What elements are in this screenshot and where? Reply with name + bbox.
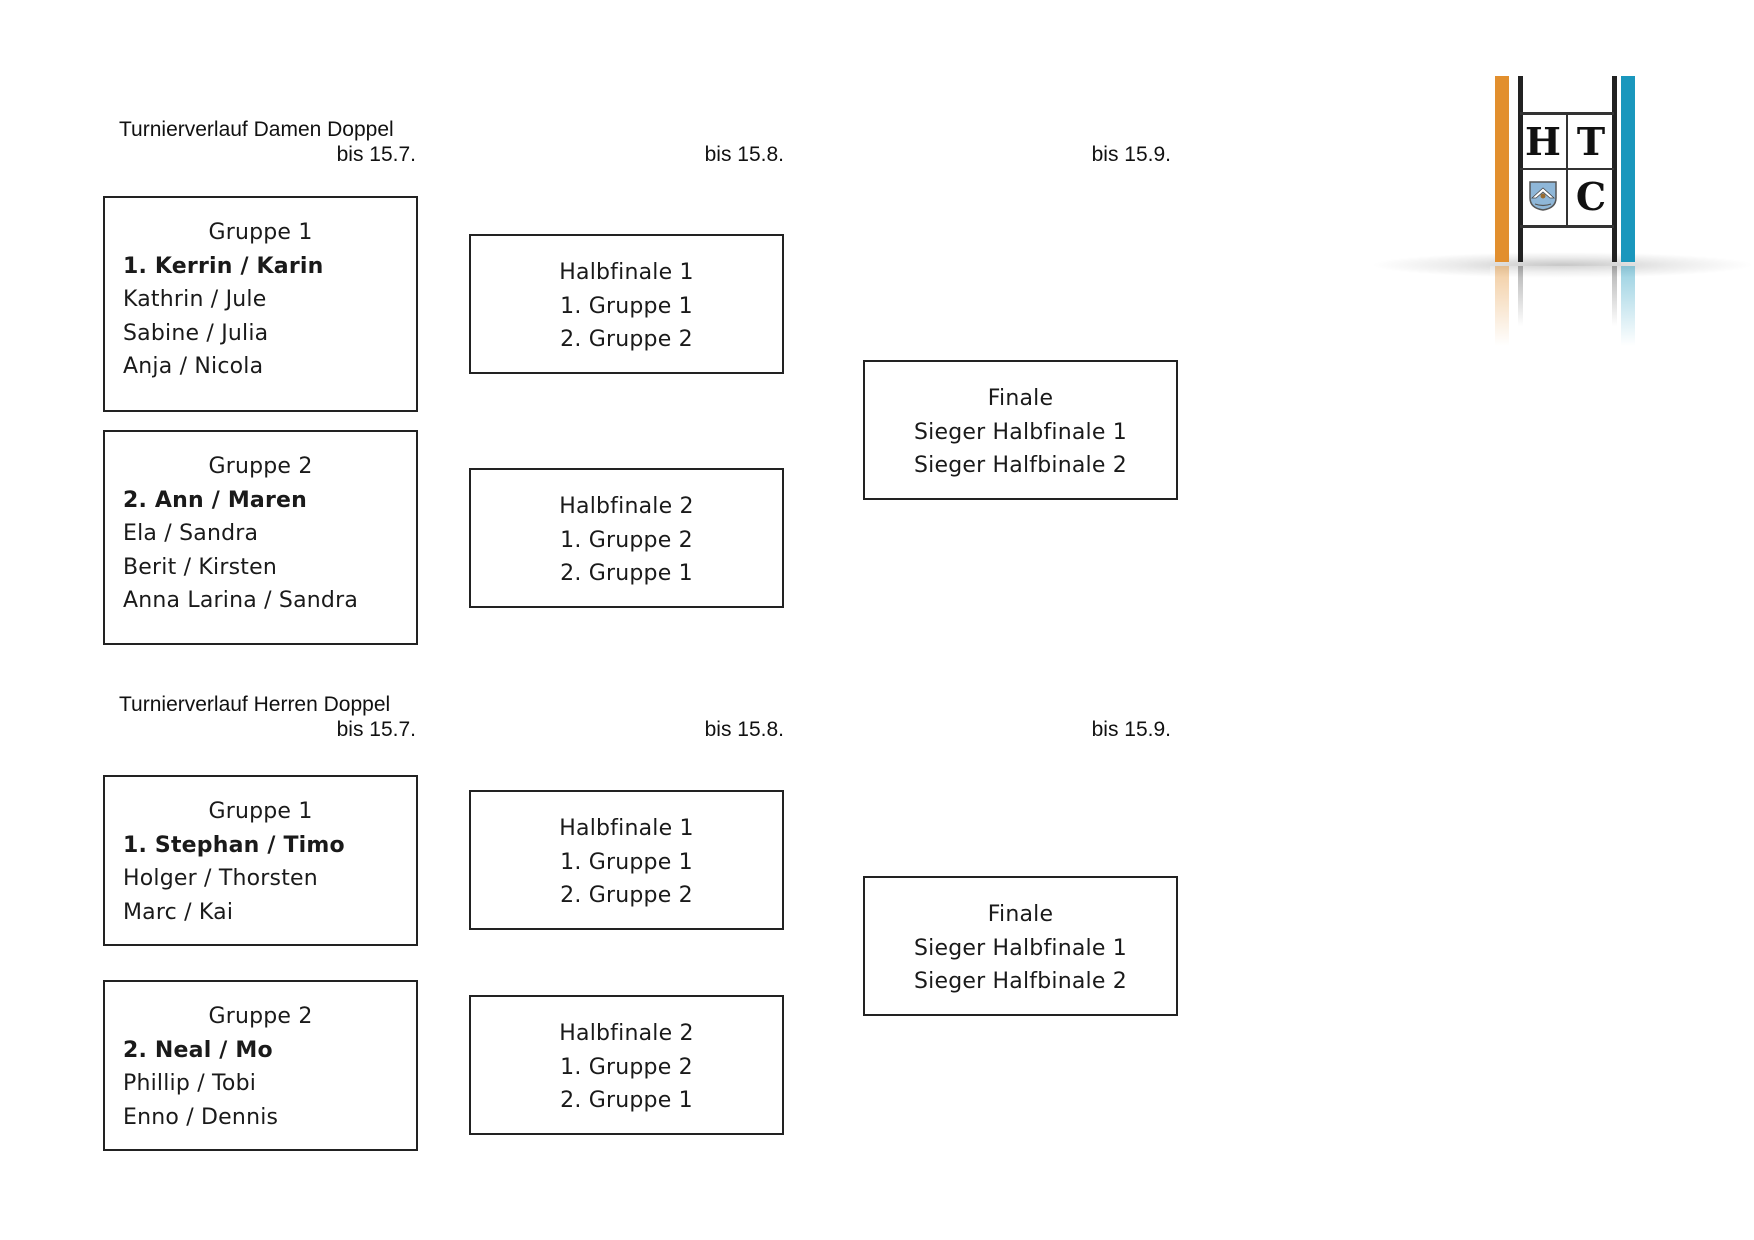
semifinal-box-1: Halbfinale 1 1. Gruppe 1 2. Gruppe 2	[469, 790, 784, 930]
final-entry: Sieger Halbfinale 1	[914, 935, 1127, 961]
logo-letter-c: C	[1575, 173, 1607, 219]
logo-divider	[1566, 115, 1568, 225]
final-title: Finale	[987, 386, 1054, 411]
semifinal-entry: 2. Gruppe 1	[560, 1088, 693, 1113]
group-box-1: Gruppe 1 1. Kerrin / Karin Kathrin / Jul…	[103, 196, 418, 412]
deadline-semifinals: bis 15.8.	[704, 143, 784, 166]
group-leader: 2. Neal / Mo	[123, 1037, 273, 1063]
final-title: Finale	[987, 902, 1054, 927]
group-leader: 1. Kerrin / Karin	[123, 253, 324, 279]
semifinal-entry: 2. Gruppe 1	[560, 561, 693, 586]
final-entry: Sieger Halbfinale 1	[914, 419, 1127, 445]
team-entry: Berit / Kirsten	[123, 554, 277, 580]
section-title: Turnierverlauf Herren Doppel	[119, 693, 391, 716]
group-leader: 1. Stephan / Timo	[123, 832, 345, 858]
group-title: Gruppe 1	[208, 220, 313, 245]
team-entry: Anna Larina / Sandra	[123, 588, 359, 613]
htc-logo: H T C	[1370, 76, 1754, 346]
semifinal-entry: 2. Gruppe 2	[560, 327, 693, 352]
semifinal-box-2: Halbfinale 2 1. Gruppe 2 2. Gruppe 1	[469, 995, 784, 1135]
group-title: Gruppe 2	[208, 454, 313, 479]
logo-post-right	[1612, 76, 1617, 262]
semifinal-box-1: Halbfinale 1 1. Gruppe 1 2. Gruppe 2	[469, 234, 784, 374]
group-box-2: Gruppe 2 2. Neal / Mo Phillip / Tobi Enn…	[103, 980, 418, 1151]
deadline-final: bis 15.9.	[1091, 718, 1171, 741]
semifinal-title: Halbfinale 1	[559, 816, 694, 841]
team-entry: Ela / Sandra	[123, 521, 259, 546]
team-entry: Holger / Thorsten	[123, 866, 318, 891]
group-leader: 2. Ann / Maren	[123, 487, 307, 513]
logo-blue-bar	[1621, 76, 1635, 262]
team-entry: Sabine / Julia	[123, 320, 269, 346]
group-box-1: Gruppe 1 1. Stephan / Timo Holger / Thor…	[103, 775, 418, 946]
semifinal-entry: 2. Gruppe 2	[560, 883, 693, 908]
group-title: Gruppe 2	[208, 1004, 313, 1029]
deadline-groups: bis 15.7.	[336, 718, 416, 741]
group-title: Gruppe 1	[208, 799, 313, 824]
final-entry: Sieger Halfbinale 2	[914, 453, 1127, 478]
semifinal-entry: 1. Gruppe 1	[560, 293, 693, 319]
deadline-semifinals: bis 15.8.	[704, 718, 784, 741]
final-entry: Sieger Halfbinale 2	[914, 969, 1127, 994]
semifinal-entry: 1. Gruppe 2	[560, 1054, 693, 1080]
team-entry: Phillip / Tobi	[123, 1071, 257, 1096]
logo-reflection	[1490, 266, 1635, 346]
logo-divider	[1520, 168, 1614, 170]
team-entry: Marc / Kai	[123, 899, 234, 925]
deadline-groups: bis 15.7.	[336, 143, 416, 166]
semifinal-title: Halbfinale 1	[559, 260, 694, 285]
semifinal-entry: 1. Gruppe 1	[560, 849, 693, 875]
logo-letter-t: T	[1576, 118, 1606, 164]
logo-grid: H T C	[1520, 112, 1614, 228]
team-entry: Enno / Dennis	[123, 1104, 279, 1130]
final-box: Finale Sieger Halbfinale 1 Sieger Halfbi…	[863, 876, 1178, 1016]
section-title: Turnierverlauf Damen Doppel	[119, 118, 394, 141]
team-entry: Anja / Nicola	[123, 354, 264, 379]
semifinal-box-2: Halbfinale 2 1. Gruppe 2 2. Gruppe 1	[469, 468, 784, 608]
logo-letter-h: H	[1525, 118, 1561, 164]
semifinal-title: Halbfinale 2	[559, 1021, 694, 1046]
team-entry: Kathrin / Jule	[123, 287, 267, 312]
semifinal-entry: 1. Gruppe 2	[560, 527, 693, 553]
group-box-2: Gruppe 2 2. Ann / Maren Ela / Sandra Ber…	[103, 430, 418, 645]
crest-icon	[1520, 170, 1566, 222]
deadline-final: bis 15.9.	[1091, 143, 1171, 166]
final-box: Finale Sieger Halbfinale 1 Sieger Halfbi…	[863, 360, 1178, 500]
semifinal-title: Halbfinale 2	[559, 494, 694, 519]
logo-orange-bar	[1495, 76, 1509, 262]
